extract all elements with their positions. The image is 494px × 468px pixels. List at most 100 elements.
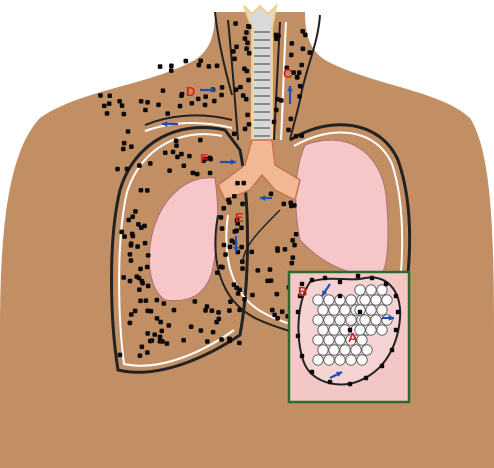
particle-dot [145,265,150,270]
particle-dot [294,232,299,237]
particle-dot [223,252,228,257]
particle-dot [107,93,112,98]
particle-dot [226,198,231,203]
particle-dot [145,188,150,193]
particle-dot [250,293,255,298]
particle-dot [133,209,138,214]
particle-dot [146,284,151,289]
particle-dot [175,155,180,160]
particle-dot [156,102,161,107]
particle-dot [244,30,249,35]
particle-dot [187,154,192,159]
alveolus [335,315,345,325]
particle-dot [370,276,374,280]
particle-dot [169,64,174,69]
particle-dot [235,181,240,186]
particle-dot [161,88,166,93]
particle-dot [232,56,237,61]
particle-dot [137,276,142,281]
particle-dot [396,310,400,314]
particle-dot [286,128,291,133]
particle-dot [246,78,251,83]
particle-dot [219,93,224,98]
particle-dot [182,163,187,168]
alveolus [360,295,370,305]
particle-dot [203,308,208,313]
alveolus [318,345,328,355]
particle-dot [118,353,123,358]
particle-dot [140,344,145,349]
label-f: F [200,151,208,166]
alveolus [351,345,361,355]
particle-dot [128,252,133,257]
particle-dot [233,21,238,26]
particle-dot [139,99,144,104]
particle-dot [307,50,312,55]
particle-dot [219,264,224,269]
particle-dot [231,49,236,54]
particle-dot [268,267,273,272]
particle-dot [364,376,368,380]
particle-dot [138,353,143,358]
particle-dot [232,194,237,199]
particle-dot [394,294,398,298]
particle-dot [139,188,144,193]
particle-dot [390,348,394,352]
particle-dot [348,382,352,386]
particle-dot [234,87,239,92]
particle-dot [174,143,179,148]
particle-dot [181,338,186,343]
particle-dot [281,202,286,207]
alveolus [366,305,376,315]
particle-dot [137,287,142,292]
particle-dot [145,100,150,105]
alveolus [335,335,345,345]
particle-dot [244,46,249,51]
particle-dot [174,138,179,143]
particle-dot [208,171,213,176]
particle-dot [207,64,212,69]
particle-dot [275,248,280,253]
particle-dot [245,69,250,74]
particle-dot [102,104,107,109]
particle-dot [310,370,314,374]
particle-dot [292,243,297,248]
particle-dot [158,320,163,325]
particle-dot [205,304,210,309]
particle-dot [338,294,342,298]
particle-dot [247,24,252,29]
particle-dot [245,41,250,46]
alveolus [377,285,387,295]
particle-dot [394,328,398,332]
particle-dot [122,234,127,239]
particle-dot [300,354,304,358]
particle-dot [241,181,246,186]
particle-dot [283,247,288,252]
particle-dot [221,206,226,211]
alveolus [371,295,381,305]
alveolus [318,305,328,315]
particle-dot [107,101,112,106]
particle-dot [198,138,203,143]
particle-dot [297,94,302,99]
alveolus [313,335,323,345]
particle-dot [220,85,225,90]
alveolus [329,305,339,315]
particle-dot [122,112,127,117]
particle-dot [165,341,170,346]
alveolus [313,315,323,325]
particle-dot [290,41,295,46]
particle-dot [120,103,125,108]
particle-dot [133,309,138,314]
particle-dot [211,330,216,335]
particle-dot [115,167,120,172]
particle-dot [138,267,143,272]
alveolus [313,355,323,365]
label-b: B [298,284,307,299]
particle-dot [184,59,189,64]
alveolus [382,295,392,305]
alveolus [355,285,365,295]
particle-dot [296,310,300,314]
particle-dot [121,147,126,152]
particle-dot [237,308,242,313]
